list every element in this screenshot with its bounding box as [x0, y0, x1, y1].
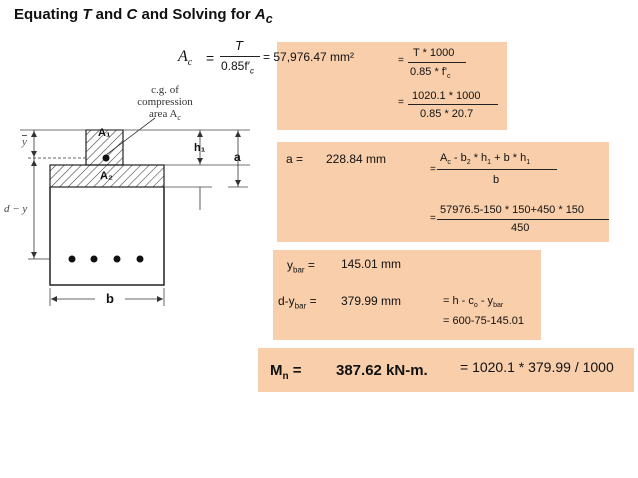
ybar-label: y	[22, 136, 27, 148]
h1-label: h₁	[194, 142, 206, 154]
mn-label: Mn =	[270, 362, 302, 382]
rebar-3	[113, 255, 121, 263]
rebar-1	[68, 255, 76, 263]
mn-calc-box	[258, 348, 634, 392]
mn-value: 387.62 kN-m.	[336, 362, 428, 379]
a2-label: A₂	[100, 170, 113, 182]
rebar-4	[136, 255, 144, 263]
ac-calc-bar2	[408, 104, 498, 105]
a-calc-value: 228.84 mm	[326, 152, 387, 166]
b-label: b	[106, 291, 114, 306]
t-beam-figure	[20, 117, 250, 306]
formula-ac-den: 0.85f′c	[221, 59, 254, 76]
a-calc-num2: 57976.5-150 * 150+450 * 150	[440, 204, 585, 216]
formula-ac-result: = 57,976.47 mm²	[263, 50, 355, 64]
dy-calc-expr2: = 600-75-145.01	[443, 315, 525, 327]
a-calc-bar1	[437, 169, 557, 170]
a-calc-bar2	[437, 219, 609, 220]
formula-ac-lhs: Ac	[178, 48, 193, 69]
rebar-2	[90, 255, 98, 263]
a-calc-box	[277, 142, 609, 242]
cg-leader	[105, 117, 156, 156]
dy-calc-expr1: = h - co - ybar	[443, 295, 504, 310]
ac-calc-bar1	[408, 62, 466, 63]
d-ybar-label: d − y	[4, 203, 28, 215]
a-calc-eq1: =	[430, 164, 436, 175]
cg-label: c.g. of compression area Ac	[137, 84, 193, 123]
ac-calc-den1: 0.85 * f'c	[410, 66, 451, 81]
ac-calc-box	[277, 42, 507, 130]
a-calc-den2: 450	[511, 222, 530, 234]
dy-calc-value: 379.99 mm	[341, 294, 402, 308]
formula-ac-eq: =	[206, 50, 215, 66]
cg-dot	[102, 154, 110, 162]
ac-calc-eq1: =	[398, 55, 404, 66]
formula-ac-num: T	[235, 38, 243, 53]
dy-calc-label: d-ybar =	[278, 294, 317, 311]
ybar-calc-value: 145.01 mm	[341, 257, 402, 271]
a-calc-eq2: =	[430, 213, 436, 224]
ybar-calc-box	[273, 250, 541, 340]
ac-calc-den2: 0.85 * 20.7	[420, 108, 474, 120]
a-calc-num1: Ac - b2 * h1 + b * h1	[440, 152, 531, 167]
page-title: Equating T and C and Solving for Ac	[14, 6, 273, 26]
beam-web-outline	[49, 187, 165, 286]
formula-ac-fraction-bar	[220, 56, 260, 57]
mn-expr: = 1020.1 * 379.99 / 1000	[460, 359, 614, 375]
a1-label: A₁	[98, 127, 111, 139]
ac-calc-eq2: =	[398, 97, 404, 108]
ybar-calc-label: ybar =	[287, 258, 315, 275]
ac-calc-num1: T * 1000	[413, 47, 455, 59]
a-calc-label: a =	[286, 152, 304, 166]
a-label: a	[234, 150, 241, 164]
a-calc-den1: b	[493, 174, 500, 186]
ac-calc-num2: 1020.1 * 1000	[412, 90, 481, 102]
